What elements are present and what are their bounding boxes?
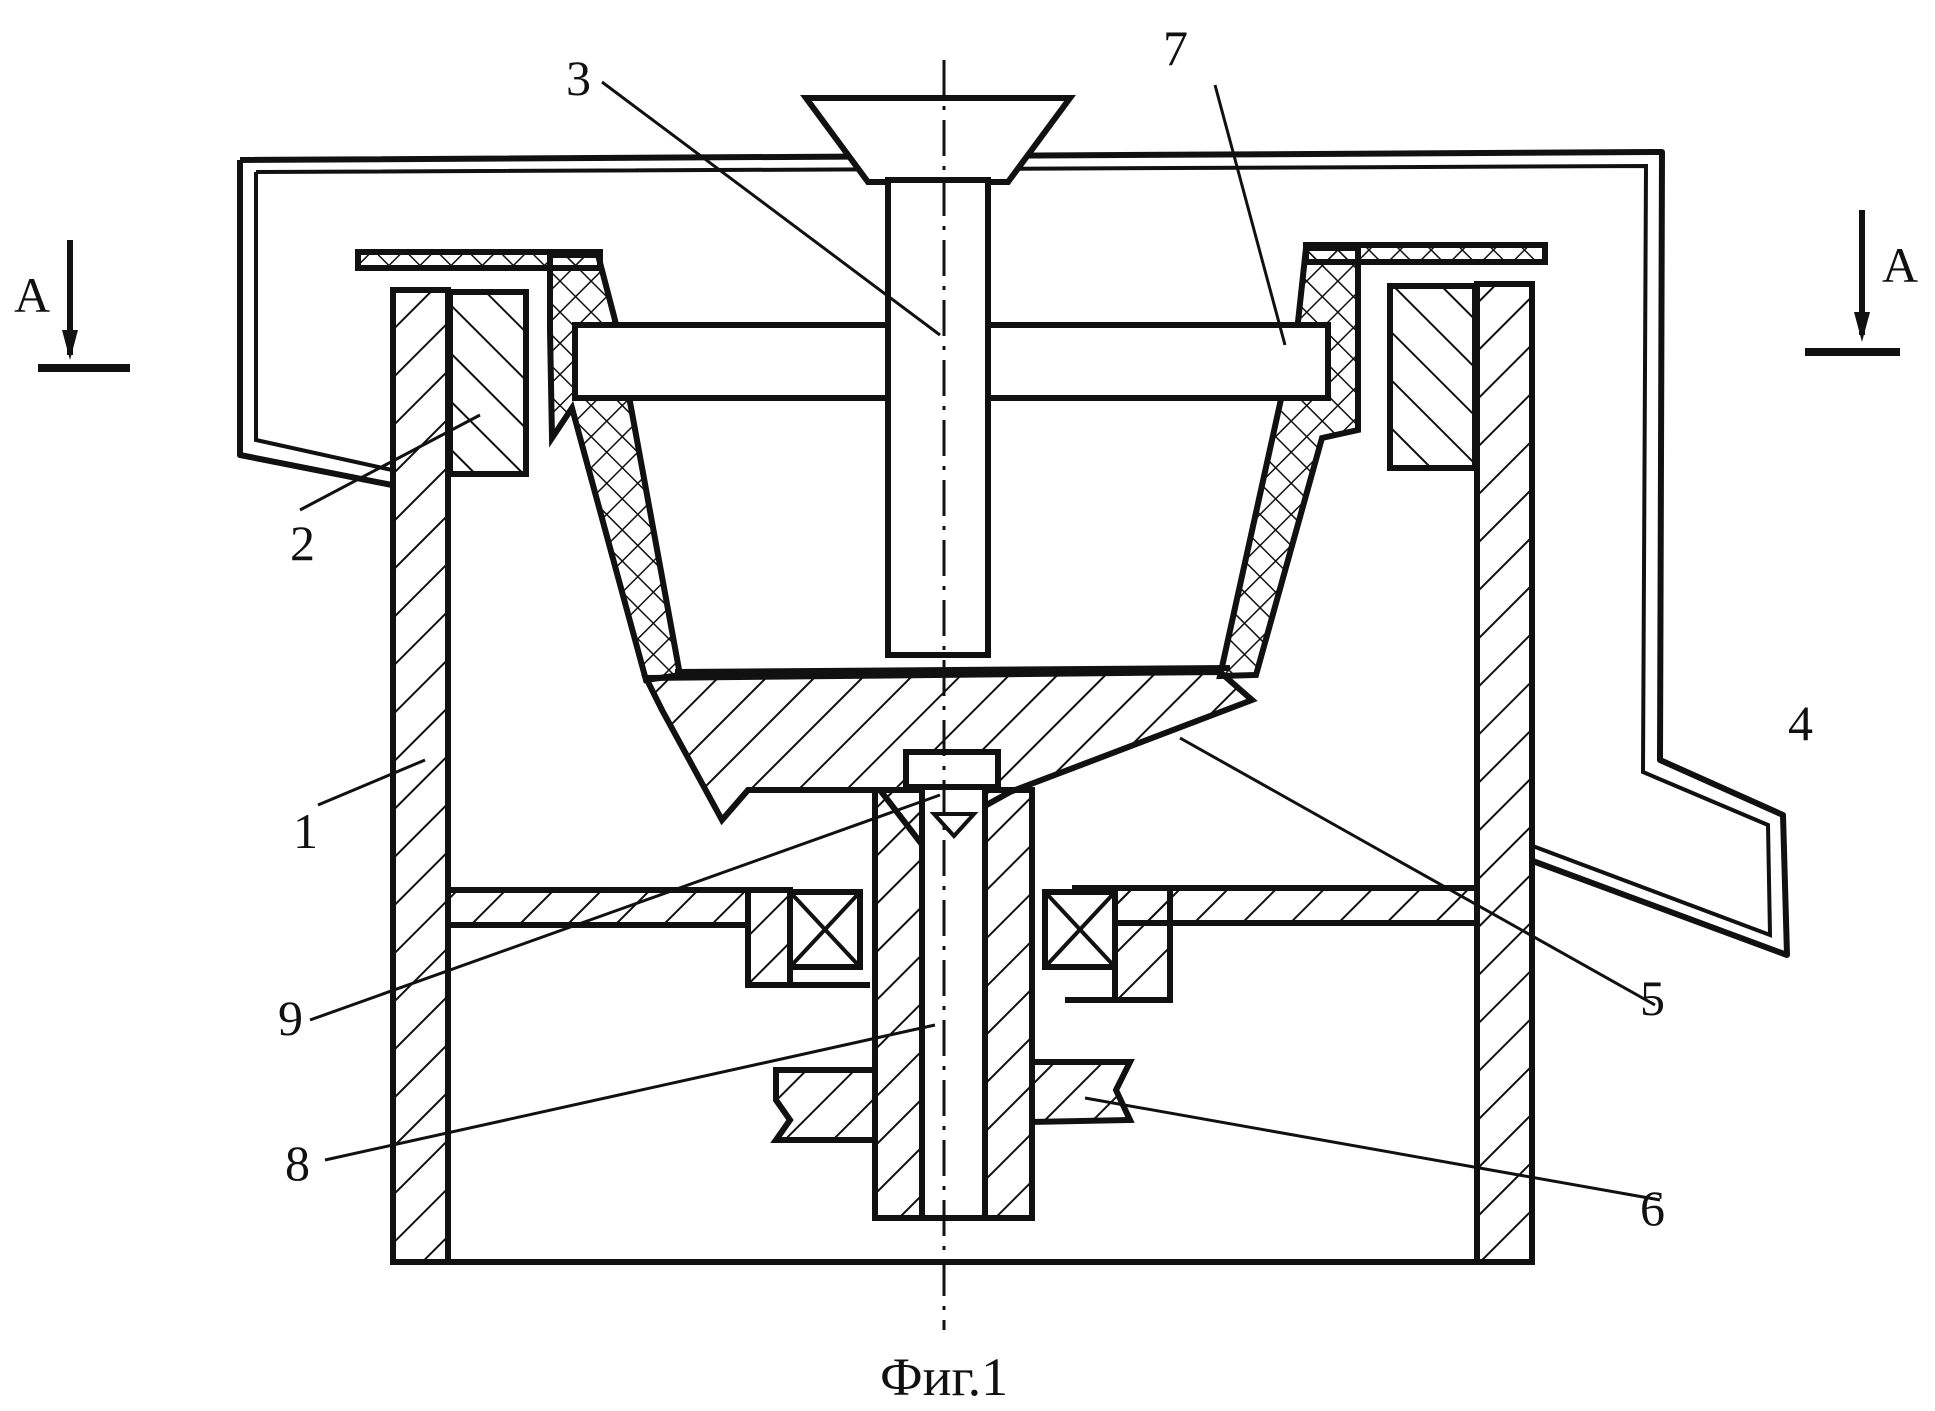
- label-1: 1: [293, 803, 318, 859]
- figure-caption: Фиг.1: [880, 1347, 1008, 1407]
- section-mark-left: [38, 240, 130, 368]
- label-2: 2: [290, 515, 315, 571]
- label-9: 9: [278, 990, 303, 1046]
- label-3: 3: [566, 50, 591, 106]
- shaft: [875, 752, 1032, 1218]
- section-label-left: A: [14, 267, 50, 323]
- label-4: 4: [1788, 695, 1813, 751]
- top-ring-left: [450, 292, 526, 474]
- top-ring-right: [1390, 286, 1475, 468]
- label-5: 5: [1640, 970, 1665, 1026]
- section-label-right: A: [1882, 237, 1918, 293]
- label-6: 6: [1640, 1180, 1665, 1236]
- label-8: 8: [285, 1135, 310, 1191]
- label-7: 7: [1163, 20, 1188, 76]
